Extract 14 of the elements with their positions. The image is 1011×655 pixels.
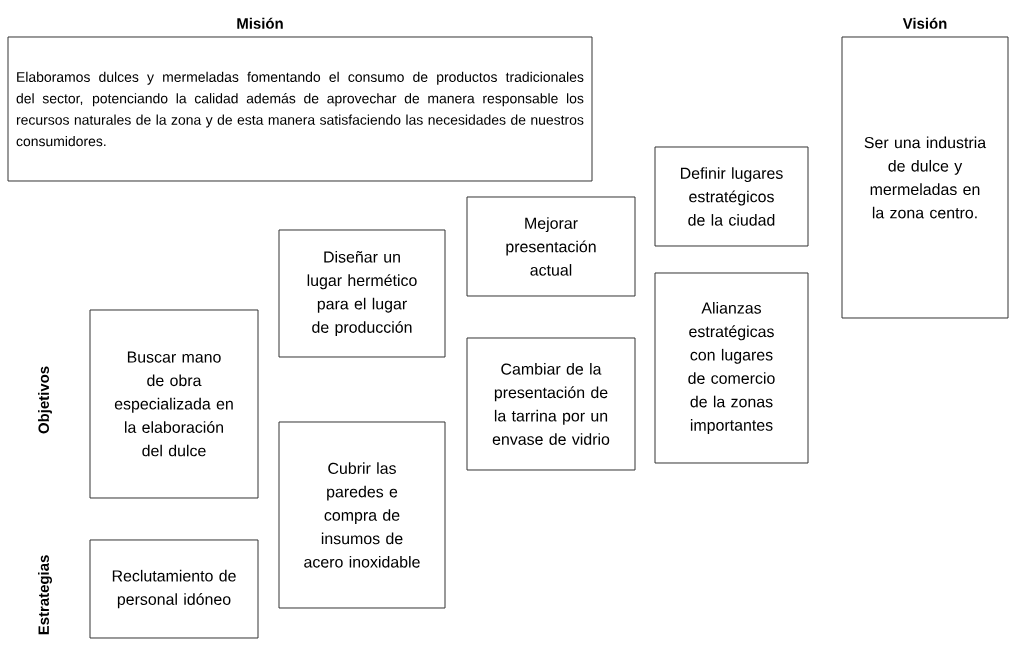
heading: Visión: [902, 17, 947, 29]
text-box: Definir lugares estratégicos de la ciudad: [654, 146, 809, 247]
text-box: Alianzas estratégicas con lugares de comercio de la zonas importantes: [654, 272, 809, 464]
text-box: Cambiar de la presentación de la tarrina por un envase de vidrio: [466, 337, 636, 471]
text-box: Ser una industria de dulce y mermeladas en la zona centro.: [841, 36, 1009, 319]
side-label: Objetivos: [38, 366, 52, 434]
heading: Misión: [237, 17, 283, 29]
text-box: Reclutamiento de personal idóneo: [89, 539, 259, 639]
text-box: Diseñar un lugar hermético para el lugar de producción: [278, 229, 446, 358]
text-box: Elaboramos dulces y mermeladas fomentando el consumo de productos tradicionales del sector, potenciando la calidad además de aprovechar de manera responsable los recursos naturales de la zona y de esta manera satisfaciendo las necesidades de nuestros consumidores.: [7, 36, 593, 182]
text-box: Mejorar presentación actual: [466, 196, 636, 297]
text-box: Cubrir las paredes e compra de insumos de acero inoxidable: [278, 421, 446, 609]
text-box: Buscar mano de obra especializada en la elaboración del dulce: [89, 309, 259, 499]
side-label: Estrategias: [38, 555, 52, 635]
